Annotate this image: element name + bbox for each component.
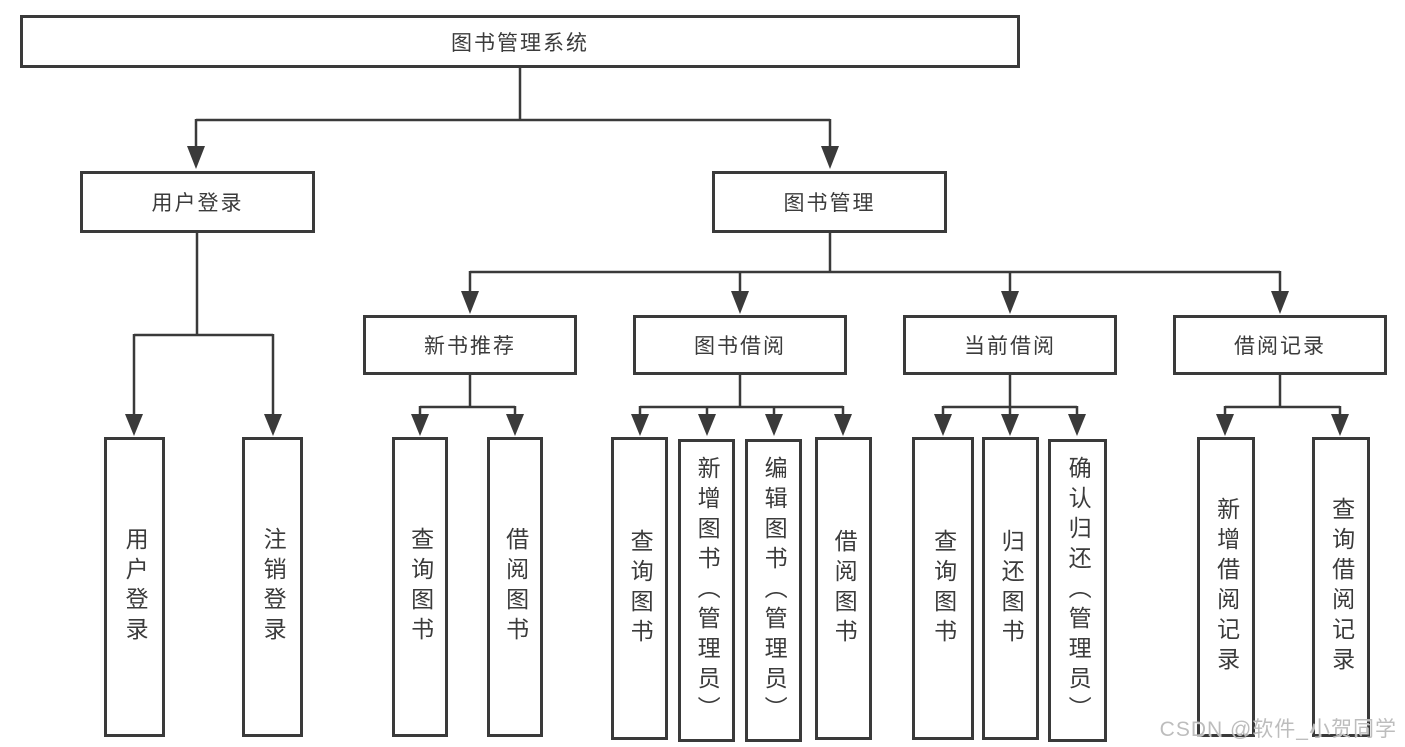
node-borrow-record: 借阅记录 xyxy=(1173,315,1387,375)
node-new-book-recommend-label: 新书推荐 xyxy=(424,335,516,358)
node-new-book-recommend: 新书推荐 xyxy=(363,315,577,375)
node-book-borrow-label: 图书借阅 xyxy=(694,335,786,358)
leaf-current-return-books: 归还图书 xyxy=(982,437,1039,740)
leaf-recommend-borrow-books: 借阅图书 xyxy=(487,437,543,737)
leaf-current-query-books-label: 查询图书 xyxy=(930,528,957,649)
leaf-logout: 注销登录 xyxy=(242,437,303,737)
leaf-recommend-query-books-label: 查询图书 xyxy=(407,527,434,647)
leaf-record-query-label: 查询借阅记录 xyxy=(1328,497,1355,677)
node-current-borrow: 当前借阅 xyxy=(903,315,1117,375)
node-root-label: 图书管理系统 xyxy=(451,31,589,55)
watermark: CSDN @软件_小贺同学 xyxy=(1159,718,1397,741)
leaf-current-return-books-label: 归还图书 xyxy=(998,528,1025,649)
leaf-user-login-label: 用户登录 xyxy=(122,527,149,647)
leaf-recommend-query-books: 查询图书 xyxy=(392,437,448,737)
leaf-current-confirm-return-admin: 确认归还（管理员） xyxy=(1048,439,1107,742)
leaf-borrow-query-books-label: 查询图书 xyxy=(627,528,654,649)
leaf-borrow-edit-books-admin: 编辑图书（管理员） xyxy=(745,439,802,742)
node-book-management-label: 图书管理 xyxy=(783,192,876,215)
node-user-login-label: 用户登录 xyxy=(151,192,244,215)
leaf-record-query: 查询借阅记录 xyxy=(1312,437,1370,737)
leaf-borrow-add-books-admin: 新增图书（管理员） xyxy=(678,439,735,742)
node-book-management: 图书管理 xyxy=(712,171,947,233)
leaf-record-add-label: 新增借阅记录 xyxy=(1213,497,1240,677)
node-current-borrow-label: 当前借阅 xyxy=(964,335,1056,358)
leaf-logout-label: 注销登录 xyxy=(260,527,287,647)
leaf-record-add: 新增借阅记录 xyxy=(1197,437,1255,737)
leaf-borrow-borrow-books-label: 借阅图书 xyxy=(831,528,858,649)
leaf-borrow-query-books: 查询图书 xyxy=(611,437,668,740)
node-root: 图书管理系统 xyxy=(20,15,1020,68)
leaf-current-query-books: 查询图书 xyxy=(912,437,974,740)
leaf-recommend-borrow-books-label: 借阅图书 xyxy=(502,527,529,647)
leaf-current-confirm-return-admin-label: 确认归还（管理员） xyxy=(1065,455,1092,726)
leaf-borrow-borrow-books: 借阅图书 xyxy=(815,437,872,740)
leaf-borrow-add-books-admin-label: 新增图书（管理员） xyxy=(694,455,721,726)
node-book-borrow: 图书借阅 xyxy=(633,315,847,375)
node-user-login: 用户登录 xyxy=(80,171,315,233)
leaf-borrow-edit-books-admin-label: 编辑图书（管理员） xyxy=(761,455,788,726)
node-borrow-record-label: 借阅记录 xyxy=(1234,335,1326,358)
leaf-user-login: 用户登录 xyxy=(104,437,165,737)
